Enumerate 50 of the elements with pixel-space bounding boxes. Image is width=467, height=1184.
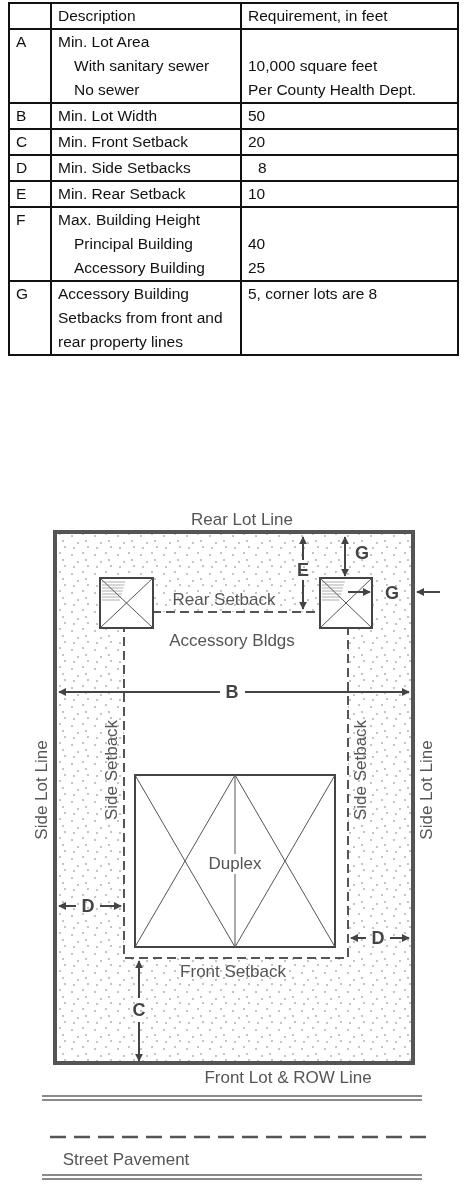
building-label: Duplex (206, 854, 264, 875)
dimension-letter: G (355, 543, 369, 563)
row-letter: B (16, 107, 27, 124)
requirement-value: 25 (248, 259, 266, 276)
requirement-value: 10 (248, 185, 266, 202)
requirement-description: Accessory Building (74, 259, 205, 276)
building-footprint (135, 775, 335, 947)
setback-label: Rear Setback (172, 590, 276, 610)
dimension-letter: D (371, 928, 385, 948)
lot-line-label: Rear Lot Line (190, 510, 294, 530)
requirement-value: Per County Health Dept. (248, 81, 416, 98)
dimension-letter: B (225, 682, 239, 702)
requirement-description: Min. Rear Setback (58, 185, 186, 202)
requirement-value: 10,000 square feet (248, 57, 378, 74)
requirement-value: 5, corner lots are 8 (248, 285, 378, 302)
row-letter: A (16, 33, 27, 50)
accessory-building (100, 578, 153, 628)
requirement-value: 8 (258, 159, 267, 176)
lot-line-label: Side Lot Line (417, 740, 437, 840)
requirement-value: 20 (248, 133, 266, 150)
row-letter: E (16, 185, 27, 202)
requirement-description: With sanitary sewer (74, 57, 210, 74)
lot-line-label: Side Lot Line (32, 740, 52, 840)
row-letter: C (16, 133, 28, 150)
setback-label: Side Setback (102, 719, 122, 821)
requirement-value: 40 (248, 235, 266, 252)
requirement-description: Accessory Building Setbacks from front and rear property lines (58, 285, 223, 350)
street-label: Street Pavement (62, 1150, 190, 1170)
dimension-letter: G (385, 583, 399, 603)
column-header: Description (58, 7, 136, 24)
dimension-letter: D (81, 896, 95, 916)
column-header: Requirement, in feet (248, 7, 388, 24)
accessory-building (320, 578, 372, 628)
dimension-letter: C (132, 1000, 146, 1020)
requirement-description: Principal Building (74, 235, 193, 252)
requirement-description: Min. Lot Area (58, 33, 150, 50)
row-letter: G (16, 285, 29, 302)
requirement-description: Min. Lot Width (58, 107, 158, 124)
building-label: Accessory Bldgs (169, 631, 295, 651)
requirement-value: 50 (248, 107, 266, 124)
requirement-description: Max. Building Height (58, 211, 201, 228)
setback-label: Side Setback (351, 719, 371, 821)
lot-line-label: Front Lot & ROW Line (204, 1068, 372, 1088)
requirement-description: Min. Front Setback (58, 133, 189, 150)
requirement-description: No sewer (74, 81, 140, 98)
requirement-description: Min. Side Setbacks (58, 159, 191, 176)
dimension-letter: E (297, 560, 309, 580)
row-letter: D (16, 159, 28, 176)
setback-label: Front Setback (180, 962, 286, 982)
row-letter: F (16, 211, 26, 228)
